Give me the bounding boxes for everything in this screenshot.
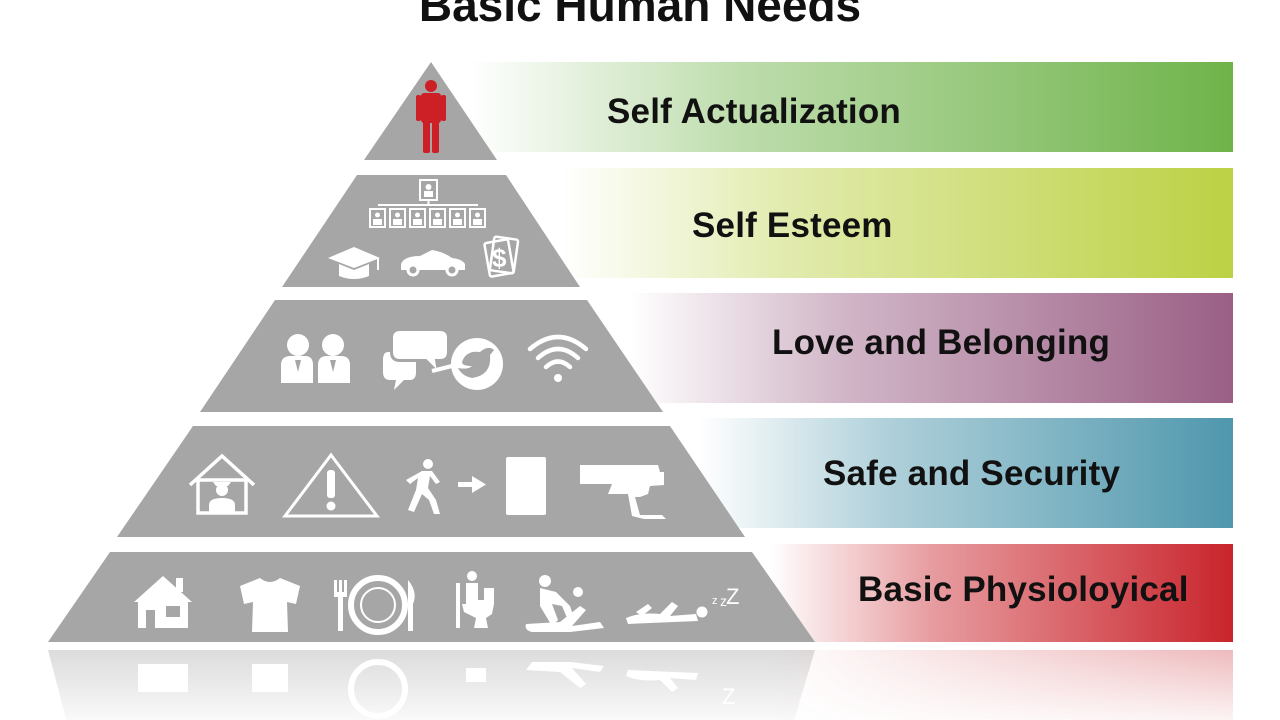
toilet-icon bbox=[456, 571, 494, 628]
couple-icon bbox=[525, 575, 604, 632]
people-icon bbox=[281, 334, 350, 383]
diagram-title: Basic Human Needs bbox=[418, 0, 862, 31]
wifi-icon bbox=[527, 334, 589, 382]
svg-text:Z: Z bbox=[726, 584, 739, 609]
pyramid-reflection: Z bbox=[0, 644, 1280, 720]
exit-icon bbox=[406, 457, 546, 515]
level-label-safe-and-security: Safe and Security bbox=[823, 454, 1121, 493]
graduation-cap-icon bbox=[328, 247, 380, 279]
org-chart-icon bbox=[369, 179, 486, 228]
money-icon: $ bbox=[483, 235, 520, 278]
band-basic-physiological: Basic Physioloyical bbox=[770, 544, 1233, 642]
band-self-actualization: Self Actualization bbox=[470, 62, 1233, 152]
chat-bubbles-icon bbox=[383, 329, 449, 390]
svg-text:Z: Z bbox=[722, 684, 735, 709]
band-safe-and-security: Safe and Security bbox=[700, 418, 1233, 528]
band-love-and-belonging: Love and Belonging bbox=[630, 293, 1233, 403]
bird-icon bbox=[431, 338, 503, 390]
tshirt-icon bbox=[240, 578, 300, 632]
svg-text:z: z bbox=[720, 593, 727, 609]
dining-icon bbox=[334, 575, 415, 635]
gun-icon bbox=[580, 465, 666, 519]
sleep-icon: z z Z bbox=[626, 584, 739, 624]
level-label-self-esteem: Self Esteem bbox=[692, 206, 893, 245]
person-icon bbox=[416, 80, 446, 153]
svg-text:$: $ bbox=[492, 243, 507, 273]
house-icon bbox=[134, 576, 192, 628]
warning-icon bbox=[281, 452, 381, 518]
level-label-basic-physiological: Basic Physioloyical bbox=[858, 570, 1189, 609]
guard-house-icon bbox=[188, 453, 256, 515]
car-icon bbox=[401, 250, 465, 277]
pyramid-tier-safe-and-security bbox=[117, 426, 745, 537]
pyramid-tier-basic-physiological bbox=[48, 552, 815, 642]
level-label-love-and-belonging: Love and Belonging bbox=[772, 323, 1111, 362]
level-label-self-actualization: Self Actualization bbox=[607, 92, 902, 131]
svg-text:z: z bbox=[712, 595, 718, 607]
band-self-esteem: Self Esteem bbox=[560, 168, 1233, 278]
